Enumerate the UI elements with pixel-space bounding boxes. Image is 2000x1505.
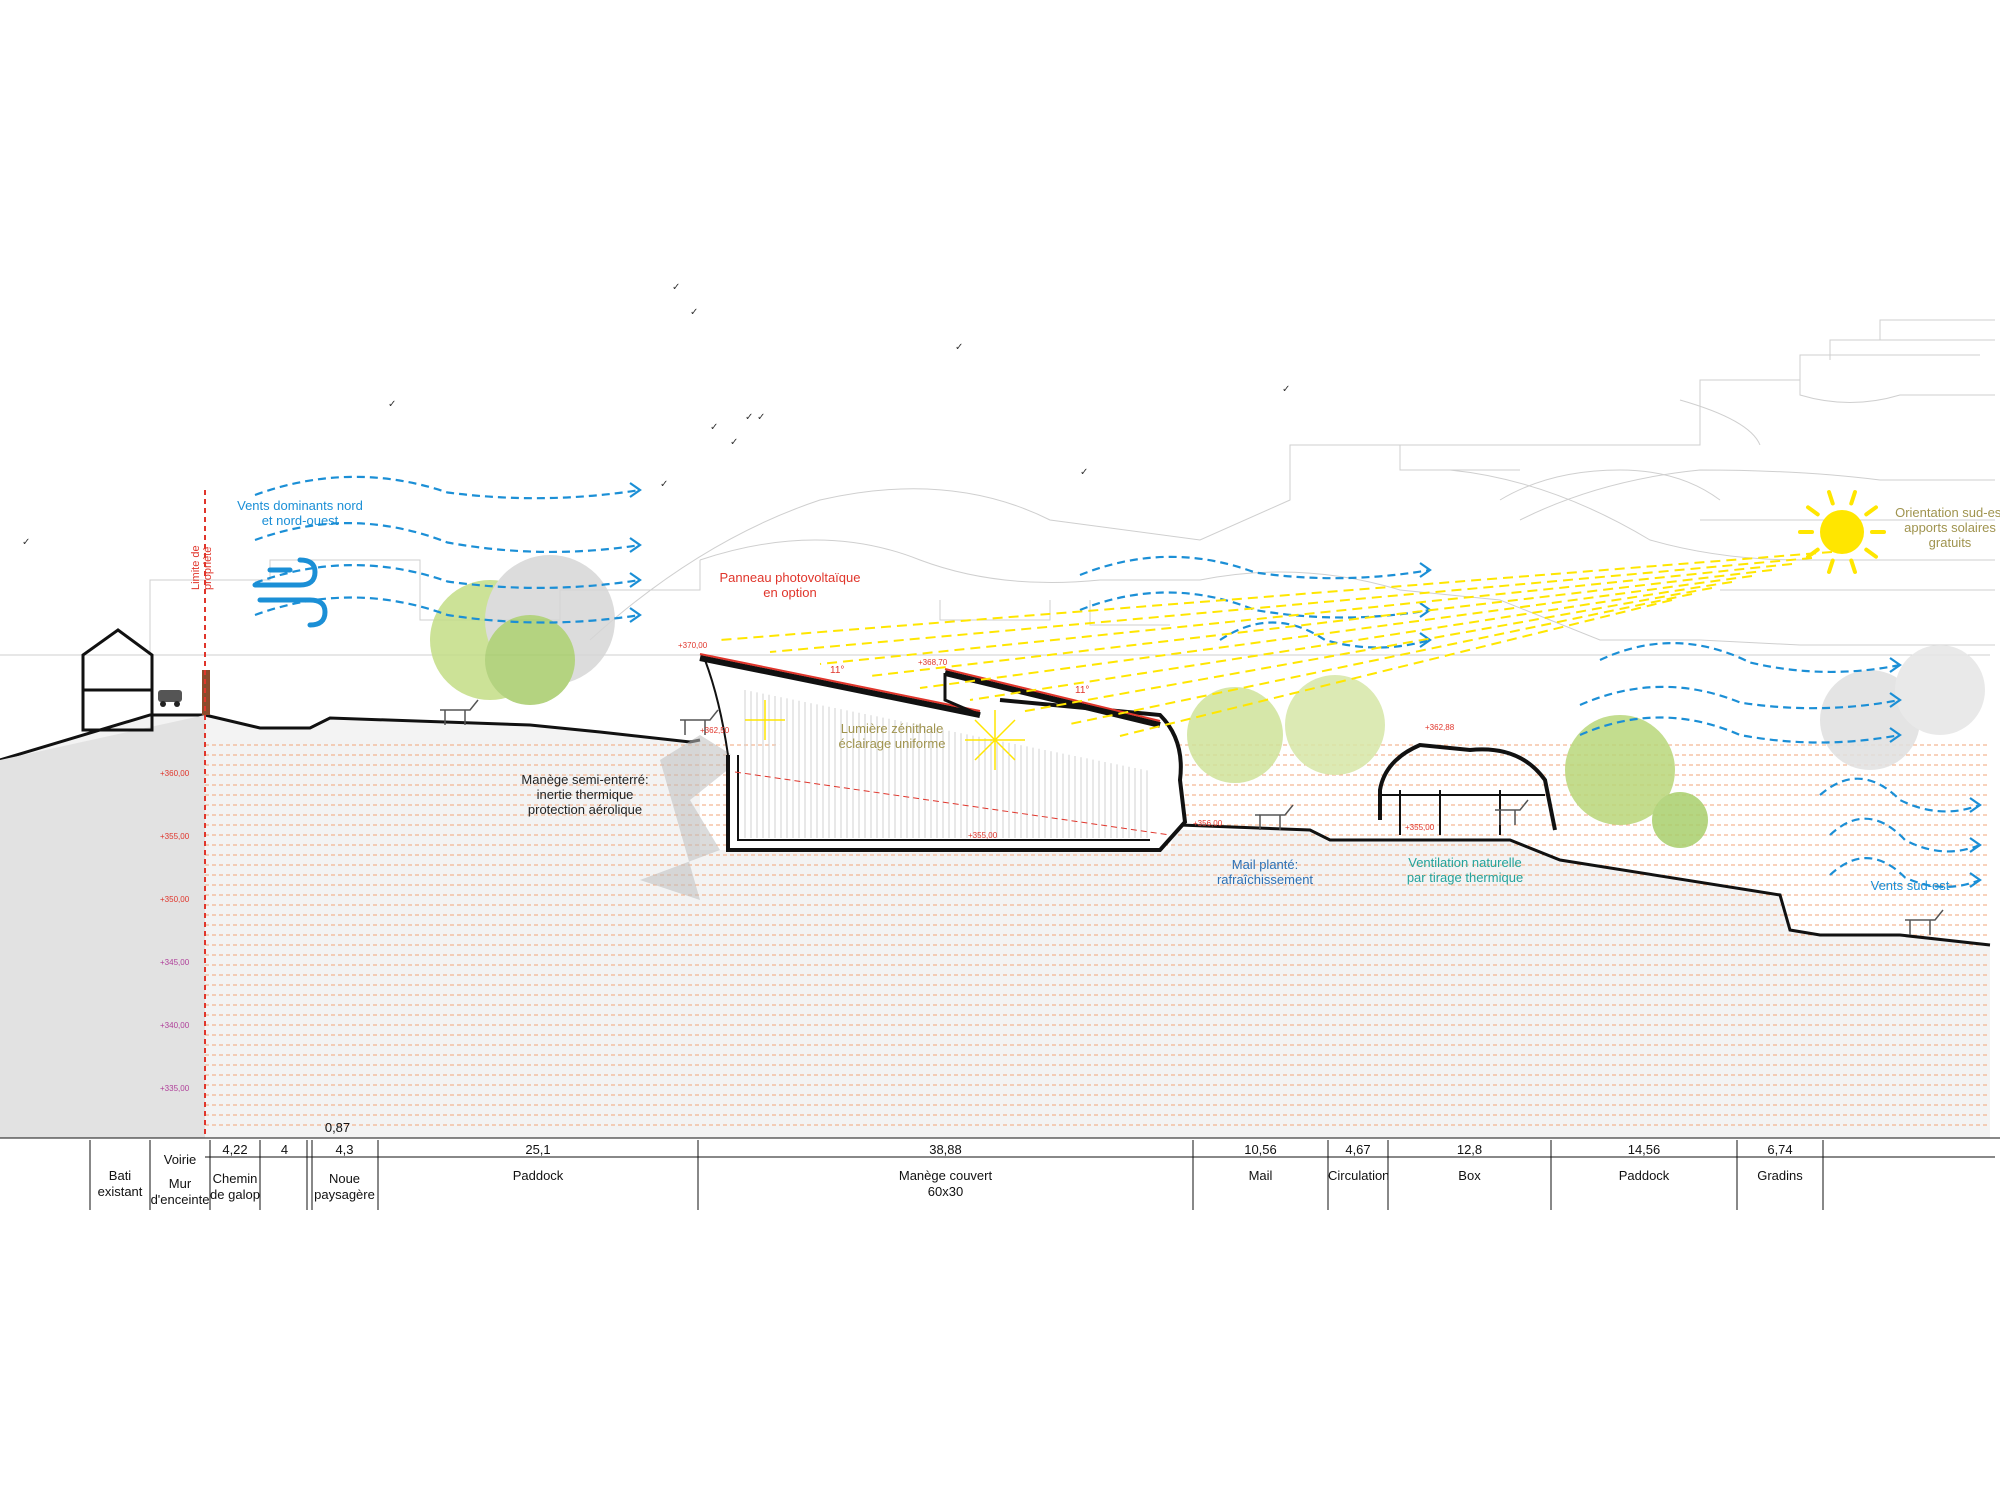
sun-rays [719,551,1833,737]
dim-value: 4,22 [222,1142,248,1157]
trees [430,555,1985,848]
svg-text:+345,00: +345,00 [160,958,190,967]
dim-name: Voirie [163,1152,197,1167]
svg-text:+340,00: +340,00 [160,1021,190,1030]
dim-paddock-2: 14,56 Paddock [1551,1138,1737,1210]
dim-value: 38,88 [929,1142,962,1157]
dim-mail: 10,56 Mail [1193,1138,1328,1210]
property-limit-label: Limite depropriété [190,545,214,590]
svg-text:✓: ✓ [745,412,753,423]
svg-text:+350,00: +350,00 [160,895,190,904]
winds-se-label: Vents sud-est [1871,878,1950,893]
dim-name: Box [1458,1168,1481,1183]
dim-name: Mail [1248,1168,1273,1183]
dim-value: 4 [280,1142,289,1157]
dim-paddock-1: 25,1 Paddock [378,1138,698,1210]
dim-name: Noue paysagère [314,1171,375,1202]
dim-087: 0,87 [310,1116,365,1188]
svg-text:✓: ✓ [690,307,698,318]
existing-building [81,628,154,732]
sun-icon [1798,490,1886,574]
level-roof-right: +368,70 [918,658,948,667]
svg-text:✓: ✓ [757,412,765,423]
dim-value: 6,74 [1767,1142,1793,1157]
dim-name: Paddock [512,1168,564,1183]
svg-text:✓: ✓ [730,437,738,448]
riding-hall [699,653,1188,852]
svg-text:+360,00: +360,00 [160,769,190,778]
level-roof-left-low: +362,50 [700,726,730,735]
dim-name: Chemin de galop [210,1171,260,1202]
dim-value: 4,67 [1345,1142,1371,1157]
level-mail: +356,00 [1193,819,1223,828]
dim-name: Manège couvert 60x30 [898,1168,993,1199]
level-box-floor: +355,00 [1405,823,1435,832]
svg-text:✓: ✓ [672,282,680,293]
dim-name: Mur d'enceinte [150,1176,210,1207]
dim-noue: 4,3 Noue paysagère [312,1138,377,1210]
svg-text:✓: ✓ [1282,384,1290,395]
horses [440,699,1944,935]
elevation-scale: +360,00 +355,00 +350,00 +345,00 +340,00 +335,… [160,769,190,1093]
dim-value: 12,8 [1456,1142,1483,1157]
dim-four: 4 [262,1138,307,1210]
birds: ✓ ✓ ✓ ✓ ✓ ✓ ✓ ✓ ✓ ✓ ✓ ✓ [22,282,1290,548]
dim-gradins: 6,74 Gradins [1737,1138,1823,1210]
dim-voirie: Voirie Mur d'enceinte [150,1138,210,1210]
svg-text:+355,00: +355,00 [160,832,190,841]
mail-plante-label: Mail planté:rafraîchissement [1217,857,1313,887]
svg-text:✓: ✓ [955,342,963,353]
svg-text:+335,00: +335,00 [160,1084,190,1093]
svg-text:✓: ✓ [1080,467,1088,478]
background-city [0,319,1995,656]
dim-name: Circulation [1328,1168,1390,1183]
dim-name: Bati existant [97,1168,143,1199]
dim-name: Paddock [1618,1168,1670,1183]
dim-circulation: 4,67 Circulation [1328,1138,1390,1210]
svg-text:✓: ✓ [388,399,396,410]
svg-text:✓: ✓ [22,537,30,548]
wind-arrows [254,475,1982,889]
dim-value: 4,3 [335,1142,354,1157]
dim-value: 0,87 [324,1120,351,1135]
dimension-strip [0,1137,2000,1210]
dim-value: 25,1 [525,1142,551,1157]
dim-name: Gradins [1757,1168,1803,1183]
level-roof-left: +370,00 [678,641,708,650]
dim-value: 14,56 [1627,1142,1661,1157]
dimension-labels: Bati existant Voirie Mur d'enceinte 4,22… [0,1120,2000,1210]
stable-box [1378,742,1557,835]
wind-icon [252,557,328,628]
level-box-roof: +362,88 [1425,723,1455,732]
roof-angle-1: 11° [830,665,844,676]
level-labels: +370,00 +362,50 +368,70 +355,00 +356,00 … [678,641,1455,840]
svg-text:✓: ✓ [660,479,668,490]
car-icon [158,690,182,707]
roof-angle-2: 11° [1075,685,1089,696]
level-floor: +355,00 [968,831,998,840]
dim-bati-existant: Bati existant [90,1138,150,1210]
dim-manege: 38,88 Manège couvert 60x30 [698,1138,1193,1210]
svg-text:✓: ✓ [710,422,718,433]
dim-value: 10,56 [1244,1142,1277,1157]
dim-box: 12,8 Box [1388,1138,1551,1210]
dim-chemin: 4,22 Chemin de galop [210,1138,260,1210]
